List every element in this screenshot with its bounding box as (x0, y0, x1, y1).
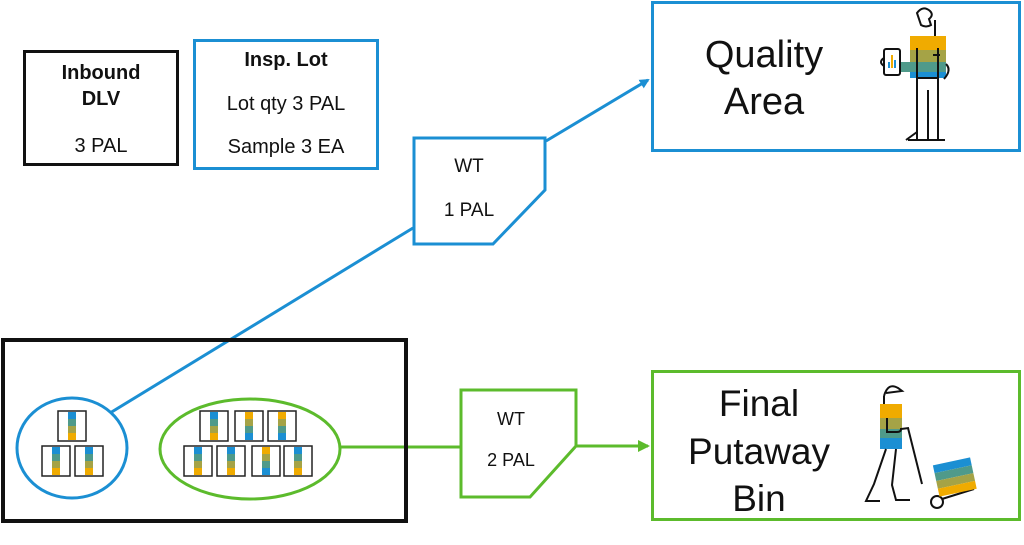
sample-pallets-group[interactable] (15, 396, 129, 500)
inspection-lot-quantity: Lot qty 3 PAL (226, 93, 346, 115)
quality-area-line2: Area (723, 81, 805, 123)
inbound-delivery-title-line1: Inbound (61, 62, 141, 84)
quality-area-box[interactable]: Quality Area (651, 1, 1021, 152)
person-with-tablet-icon (880, 7, 950, 141)
sample-pallet-icon (41, 445, 71, 477)
putaway-pallet-icon (267, 410, 297, 442)
inspection-lot-sample: Sample 3 EA (227, 136, 345, 158)
sample-pallet-icon (57, 410, 87, 442)
stock-area-box (1, 338, 408, 523)
warehouse-task-quality-shape[interactable] (412, 136, 547, 246)
final-putaway-bin-line1: Final (718, 383, 800, 424)
putaway-pallet-icon (216, 445, 246, 477)
arrow-wt-to-quality-area (545, 78, 650, 143)
inspection-lot-title: Insp. Lot (244, 49, 328, 71)
sample-pallet-icon (74, 445, 104, 477)
inbound-delivery-title-line2: DLV (81, 88, 121, 110)
warehouse-task-quality-quantity: 1 PAL (443, 200, 495, 221)
warehouse-task-putaway-title: WT (497, 409, 525, 429)
putaway-pallet-icon (283, 445, 313, 477)
final-putaway-bin-box[interactable]: Final Putaway Bin (651, 370, 1021, 521)
inbound-delivery-quantity: 3 PAL (74, 135, 128, 157)
warehouse-task-putaway-shape[interactable] (459, 388, 578, 499)
final-putaway-bin-line3: Bin (732, 478, 786, 519)
connector-sample-to-wt (109, 226, 414, 415)
inspection-lot-box[interactable]: Insp. Lot Lot qty 3 PAL Sample 3 EA (193, 39, 379, 170)
putaway-pallet-icon (251, 445, 281, 477)
final-putaway-bin-line2: Putaway (688, 431, 830, 472)
putaway-pallet-icon (183, 445, 213, 477)
putaway-pallets-group[interactable] (158, 397, 342, 501)
inbound-delivery-box[interactable]: Inbound DLV 3 PAL (23, 50, 179, 166)
quality-area-line1: Quality (704, 34, 824, 76)
warehouse-task-putaway-label: WT 2 PAL (461, 390, 561, 497)
person-with-hand-truck-icon (864, 385, 977, 509)
putaway-pallet-icon (234, 410, 264, 442)
warehouse-task-quality-title: WT (454, 156, 484, 177)
putaway-pallet-icon (199, 410, 229, 442)
warehouse-task-putaway-quantity: 2 PAL (487, 450, 535, 470)
warehouse-task-quality-label: WT 1 PAL (414, 138, 524, 244)
